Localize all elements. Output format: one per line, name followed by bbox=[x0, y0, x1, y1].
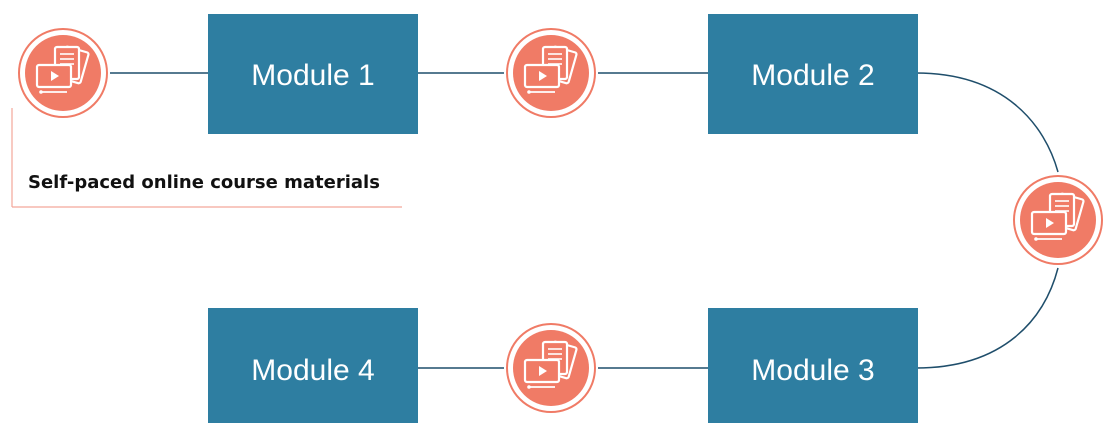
materials-caption: Self-paced online course materials bbox=[28, 172, 380, 193]
caption-rule bbox=[11, 108, 402, 208]
connector-curve bbox=[915, 267, 1059, 369]
module-3-label: Module 3 bbox=[751, 354, 874, 387]
module-2-label: Module 2 bbox=[751, 59, 874, 92]
module-1-label: Module 1 bbox=[251, 59, 374, 92]
course-materials-icon bbox=[505, 322, 597, 414]
module-3: Module 3 bbox=[708, 308, 918, 423]
connector-curve bbox=[915, 72, 1059, 173]
connector-lines bbox=[110, 72, 1059, 369]
module-4-label: Module 4 bbox=[251, 354, 374, 387]
course-materials-icon bbox=[17, 27, 109, 119]
course-materials-icon bbox=[505, 27, 597, 119]
course-materials-icon bbox=[1012, 174, 1104, 266]
module-4: Module 4 bbox=[208, 308, 418, 423]
module-1: Module 1 bbox=[208, 14, 418, 134]
module-2: Module 2 bbox=[708, 14, 918, 134]
